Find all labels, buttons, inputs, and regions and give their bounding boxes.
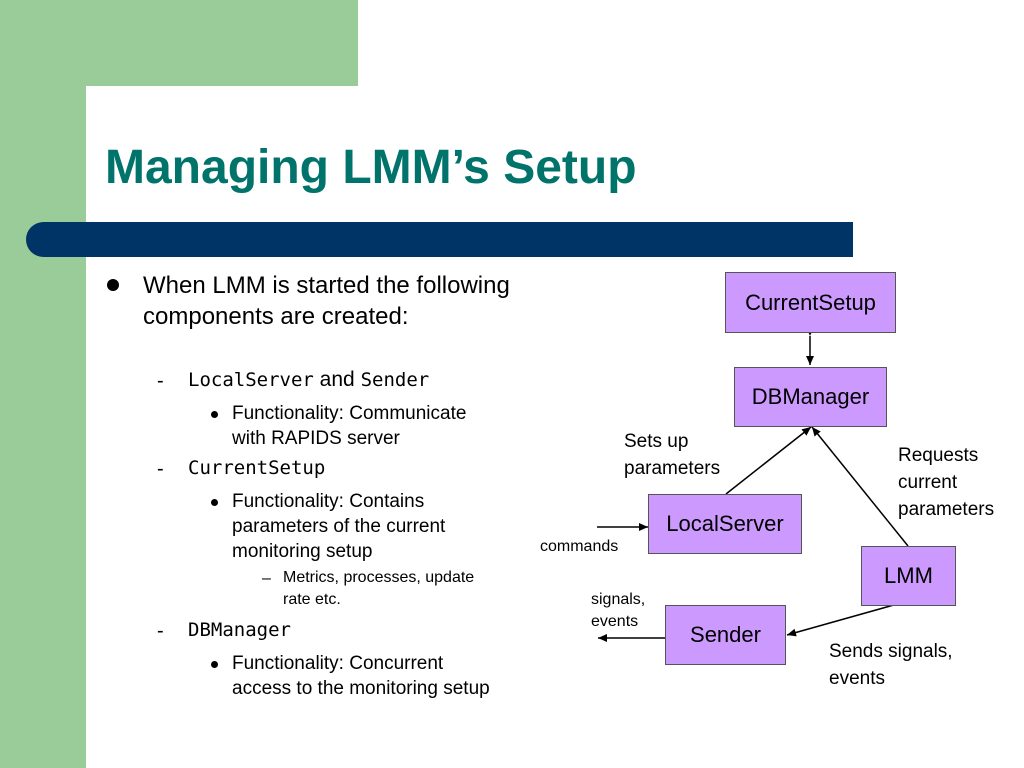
edge-localserver-dbmanager — [725, 426, 812, 495]
dash-marker: – — [262, 570, 271, 587]
localserver-detail-1: Functionality: Communicate — [232, 403, 467, 424]
label-requests-1: Requests — [898, 445, 979, 466]
edge-lmm-sender — [786, 594, 918, 637]
sub-bullet-dot — [211, 499, 218, 506]
node-sender: Sender — [665, 605, 786, 665]
label-signals-1: signals, — [591, 591, 646, 608]
sender-name: Sender — [360, 369, 430, 391]
background-green-top — [0, 0, 358, 86]
dbmanager-name: DBManager — [188, 619, 291, 641]
currentsetup-sub-2: rate etc. — [283, 591, 341, 608]
edge-lmm-dbmanager — [811, 426, 909, 547]
label-sets-up-1: Sets up — [624, 431, 689, 452]
currentsetup-name: CurrentSetup — [188, 457, 326, 479]
node-localserver: LocalServer — [648, 494, 802, 554]
bullet-currentsetup: CurrentSetup — [188, 456, 325, 480]
node-currentsetup: CurrentSetup — [725, 272, 896, 333]
label-requests-3: parameters — [898, 499, 995, 520]
node-lmm: LMM — [861, 546, 956, 606]
label-signals-2: events — [591, 613, 639, 630]
label-commands: commands — [540, 538, 619, 555]
sub-bullet-dot — [211, 661, 218, 668]
dash-marker: - — [157, 370, 164, 392]
label-requests-2: current — [898, 472, 958, 493]
label-sets-up-2: parameters — [624, 458, 721, 479]
dash-marker: - — [157, 620, 164, 642]
slide-title: Managing LMM’s Setup — [105, 141, 637, 194]
currentsetup-detail-2: parameters of the current — [232, 516, 446, 537]
and-word: and — [313, 368, 361, 391]
currentsetup-detail-3: monitoring setup — [232, 541, 373, 562]
currentsetup-sub-1: Metrics, processes, update — [283, 569, 475, 586]
node-dbmanager: DBManager — [734, 367, 887, 427]
bullet-intro: When LMM is started the following compon… — [143, 272, 510, 330]
background-green-left — [0, 0, 86, 768]
label-sends-2: events — [829, 668, 885, 689]
dbmanager-detail-2: access to the monitoring setup — [232, 678, 490, 699]
currentsetup-detail-1: Functionality: Contains — [232, 491, 425, 512]
bullet-dbmanager: DBManager — [188, 618, 291, 642]
localserver-detail-2: with RAPIDS server — [232, 428, 400, 449]
dbmanager-detail-1: Functionality: Concurrent — [232, 653, 444, 674]
localserver-name: LocalServer — [188, 369, 314, 391]
dash-marker: - — [157, 458, 164, 480]
sub-bullet-dot — [211, 411, 218, 418]
label-sends-1: Sends signals, — [829, 641, 953, 662]
bullet-dot — [107, 279, 119, 291]
content-panel — [86, 86, 1024, 768]
title-divider-bar — [26, 222, 853, 257]
bullet-localserver: LocalServer and Sender — [188, 368, 429, 392]
